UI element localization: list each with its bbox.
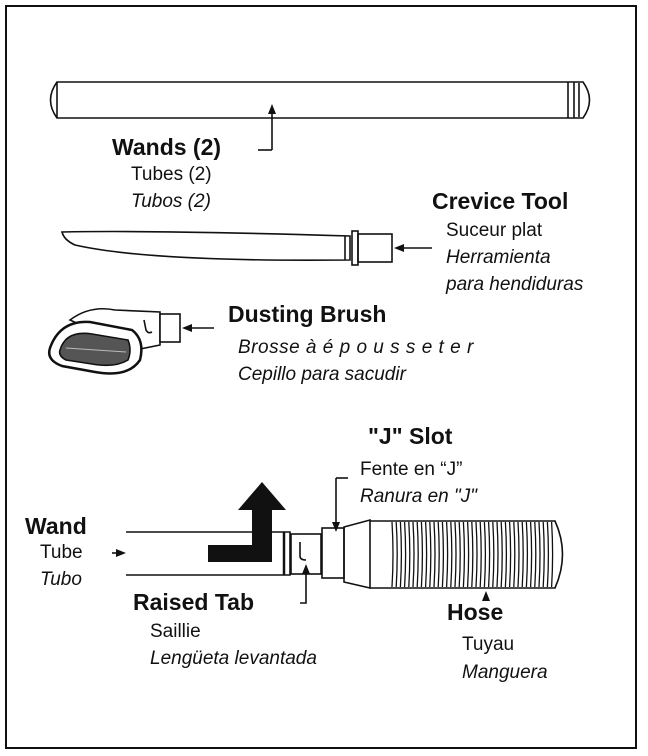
hose-rib (441, 521, 445, 588)
wands-label-en: Wands (2) (112, 134, 222, 160)
wand-illustration (49, 81, 591, 119)
hose-rib (521, 521, 524, 588)
hose-rib (538, 521, 541, 588)
hose-label-en: Hose (447, 599, 504, 625)
hose-rib (525, 521, 529, 588)
wand-end-illustration (126, 518, 371, 590)
hose-rib (546, 521, 550, 588)
crevice-label-fr: Suceur plat (446, 220, 543, 241)
hose-rib (517, 521, 520, 588)
hose-label-fr: Tuyau (462, 634, 515, 655)
hose-rib (487, 521, 491, 588)
hose-rib (420, 521, 424, 588)
hose-rib (475, 521, 478, 588)
crevice-label-en: Crevice Tool (432, 188, 569, 214)
hose-rib (445, 521, 449, 588)
hose-rib (496, 521, 499, 588)
wand-label-es: Tubo (40, 569, 82, 590)
brush-label-es: Cepillo para sacudir (238, 364, 406, 385)
jslot-label-en: "J" Slot (368, 423, 453, 449)
raised-tab-arrow-icon (208, 482, 286, 562)
hose-label-es: Manguera (462, 662, 548, 683)
hose-rib (416, 521, 419, 588)
hose-rib (466, 521, 470, 588)
wands-label-es: Tubos (2) (131, 191, 211, 212)
hose-rib (529, 521, 533, 588)
raised-tab-label-es: Lengüeta levantada (150, 648, 317, 669)
crevice-label-es-2: para hendiduras (446, 274, 584, 295)
brush-label-en: Dusting Brush (228, 301, 387, 327)
hose-rib (454, 521, 457, 588)
hose-rib (412, 521, 415, 588)
jslot-label-es: Ranura en "J" (360, 486, 477, 507)
hose-rib (492, 521, 495, 588)
hose-rib (399, 521, 403, 588)
hose-rib (542, 521, 545, 588)
brush-label-fr: Brosse à é p o u s s e t e r (238, 337, 474, 358)
hose-illustration (370, 520, 564, 589)
hose-rib (483, 521, 487, 588)
hose-rib (513, 521, 516, 588)
diagram-frame (5, 5, 637, 749)
hose-rib (403, 521, 407, 588)
wand-label-en: Wand (25, 513, 87, 539)
hose-rib (391, 521, 394, 588)
hose-rib (408, 521, 411, 588)
hose-rib (462, 521, 466, 588)
hose-rib (550, 521, 554, 588)
hose-rib (429, 521, 432, 588)
hose-rib (534, 521, 537, 588)
crevice-label-es-1: Herramienta (446, 247, 551, 268)
wands-label-fr: Tubes (2) (131, 164, 212, 185)
wand-label-fr: Tube (40, 542, 83, 563)
hose-rib (471, 521, 474, 588)
hose-rib (450, 521, 453, 588)
crevice-tool-illustration (60, 230, 393, 266)
hose-rib (395, 521, 398, 588)
hose-rib (508, 521, 512, 588)
hose-rib (433, 521, 436, 588)
hose-rib (504, 521, 508, 588)
raised-tab-callout-line (300, 568, 307, 604)
hose-rib (500, 521, 503, 588)
jslot-label-fr: Fente en “J” (360, 459, 463, 480)
hose-rib (479, 521, 482, 588)
hose-rib (437, 521, 440, 588)
hose-rib (424, 521, 428, 588)
hose-rib (458, 521, 461, 588)
raised-tab-label-fr: Saillie (150, 621, 201, 642)
raised-tab-label-en: Raised Tab (133, 589, 254, 615)
dusting-brush-illustration (48, 307, 181, 375)
